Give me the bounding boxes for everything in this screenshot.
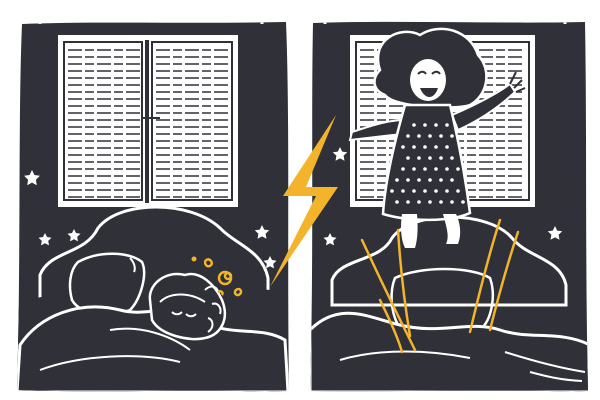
star-icon [323,233,337,246]
blanket [310,311,588,393]
dress-dot [406,156,410,160]
dress-dot [417,134,421,138]
dress-dot [417,200,421,204]
panel-waking [310,21,588,393]
dress-dot [412,189,416,193]
dress-dot [445,145,449,149]
dress-dot [445,189,449,193]
dress-dot [450,178,454,182]
dress-dot [417,156,421,160]
curtain-rod [38,22,264,24]
dress-dot [439,134,443,138]
dress-dot [406,178,410,182]
lightning-bolt-icon [270,115,338,287]
star-icon [263,256,277,269]
dress-dot [423,189,427,193]
star-icon [547,226,563,240]
dress-dot [445,167,449,171]
dress-dot [412,145,416,149]
dress-dot [461,200,465,204]
dress-dot [445,123,449,127]
dress-dot [390,189,394,193]
dress-dot [428,134,432,138]
motion-lines [360,218,520,354]
dress-dot [401,189,405,193]
dress-dot [434,123,438,127]
dress-dot [439,156,443,160]
girl-jumping-out-of-bed [348,27,526,248]
dress-dot [434,145,438,149]
dress-dot [434,167,438,171]
alarm-squiggle-icon [191,256,243,297]
dress-dot [412,123,416,127]
dress-dot [450,134,454,138]
dress-dot [428,200,432,204]
dress-dot [406,134,410,138]
dress-dot [456,167,460,171]
dress-dot [428,156,432,160]
pillow [68,252,146,316]
star-icon [38,233,52,246]
dress-dot [401,167,405,171]
dress-dot [456,189,460,193]
star-icon [254,225,270,239]
dress-dot [401,145,405,149]
dress-dot [450,200,454,204]
dress-dot [423,167,427,171]
dress-dot [439,200,443,204]
bed-icon [310,215,588,393]
girl-asleep-in-bed [148,272,227,341]
dress-dot [406,200,410,204]
dress-dot [395,178,399,182]
dress-dot [450,156,454,160]
star-icon [332,147,348,161]
dress-dot [417,178,421,182]
window-icon [58,35,238,207]
dress-dot [439,178,443,182]
star-icon [67,229,81,242]
star-icon [24,170,40,186]
dress-dot [412,167,416,171]
dress-dot [423,145,427,149]
dress-dot [423,123,427,127]
dress-dot [428,178,432,182]
dress-dot [434,189,438,193]
panel-sleeping [17,22,289,392]
dress-dot [395,200,399,204]
